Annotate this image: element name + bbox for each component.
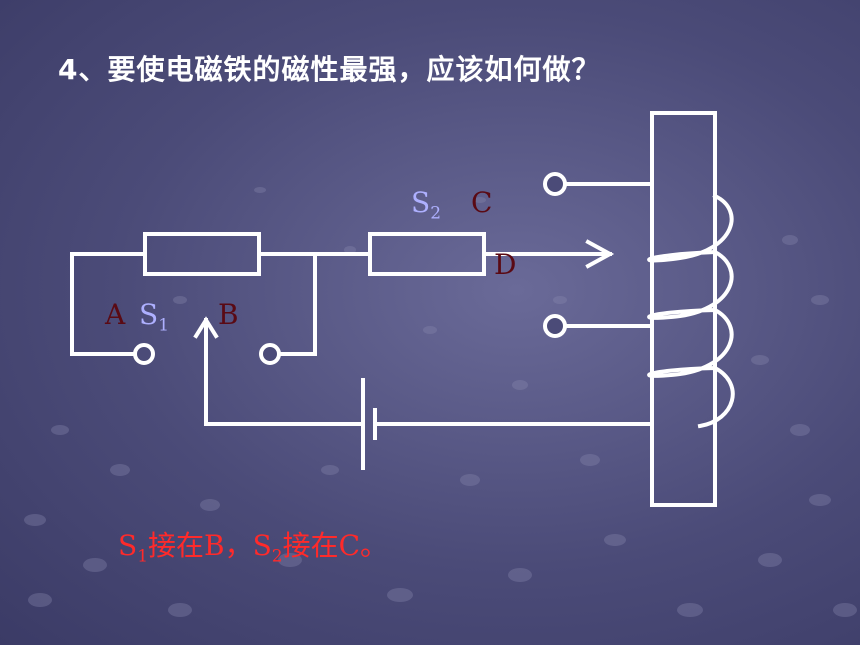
- resistor-1: [143, 232, 261, 276]
- label-s2: S2: [411, 186, 442, 224]
- label-a: A: [105, 298, 126, 331]
- coil-winding: [647, 193, 735, 429]
- terminal-c: [543, 172, 567, 196]
- label-b: B: [218, 298, 239, 331]
- terminal-b: [259, 343, 281, 365]
- switch-s2-arrow: [482, 239, 615, 269]
- label-d: D: [494, 248, 517, 281]
- question-text: 4、要使电磁铁的磁性最强，应该如何做？: [58, 53, 601, 86]
- label-c: C: [471, 186, 493, 219]
- switch-s1-arrow: [193, 316, 219, 426]
- resistor-2: [368, 232, 486, 276]
- answer-text: S1接在B，S2接在C。: [118, 529, 389, 567]
- terminal-a: [133, 343, 155, 365]
- wire-branch-b: [279, 252, 317, 356]
- terminal-d: [543, 314, 567, 338]
- label-s1: S1: [139, 298, 170, 336]
- wire-left-loop: [70, 252, 147, 356]
